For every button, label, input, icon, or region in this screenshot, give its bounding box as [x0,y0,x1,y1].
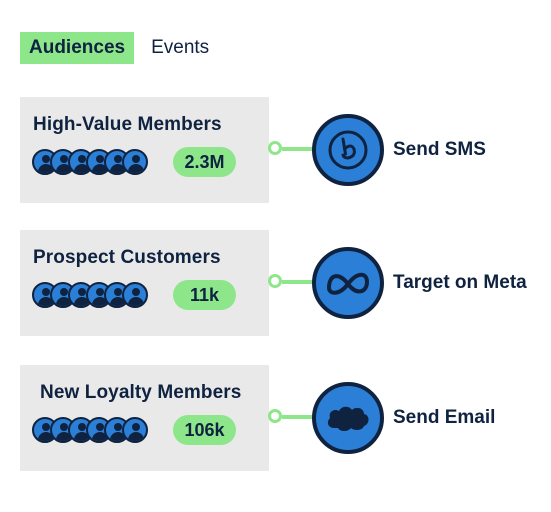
connector-line [282,280,318,284]
user-avatar-icon [122,149,148,175]
connector-line [282,415,318,419]
tab-audiences[interactable]: Audiences [20,32,135,64]
braze-icon[interactable] [312,114,384,186]
tab-bar: Audiences Events [20,32,218,64]
audience-count-badge: 11k [173,280,236,310]
action-label: Send Email [393,407,496,428]
tab-events[interactable]: Events [151,37,210,58]
action-label: Send SMS [393,139,486,160]
user-avatar-icon [122,417,148,443]
user-avatar-icon [122,282,148,308]
audience-title: New Loyalty Members [40,382,242,403]
action-label: Target on Meta [393,272,527,293]
audience-row-new-loyalty: New Loyalty Members 106k Send Email [20,365,540,471]
audience-card[interactable]: Prospect Customers 11k [20,230,269,336]
connector-node [268,409,282,423]
audience-row-high-value: High-Value Members 2.3M Send SMS [20,97,540,203]
connector-line [282,147,318,151]
avatar-group [32,417,148,443]
meta-icon[interactable] [312,247,384,319]
connector-node [268,274,282,288]
audience-card[interactable]: New Loyalty Members 106k [20,365,269,471]
avatar-group [32,282,148,308]
salesforce-cloud-icon[interactable] [312,382,384,454]
connector-node [268,141,282,155]
audience-count-badge: 2.3M [173,147,236,177]
audience-title: Prospect Customers [33,247,221,268]
audience-card[interactable]: High-Value Members 2.3M [20,97,269,203]
audience-row-prospect: Prospect Customers 11k Target on Meta [20,230,540,336]
audience-title: High-Value Members [33,114,222,135]
audience-count-badge: 106k [173,415,236,445]
avatar-group [32,149,148,175]
